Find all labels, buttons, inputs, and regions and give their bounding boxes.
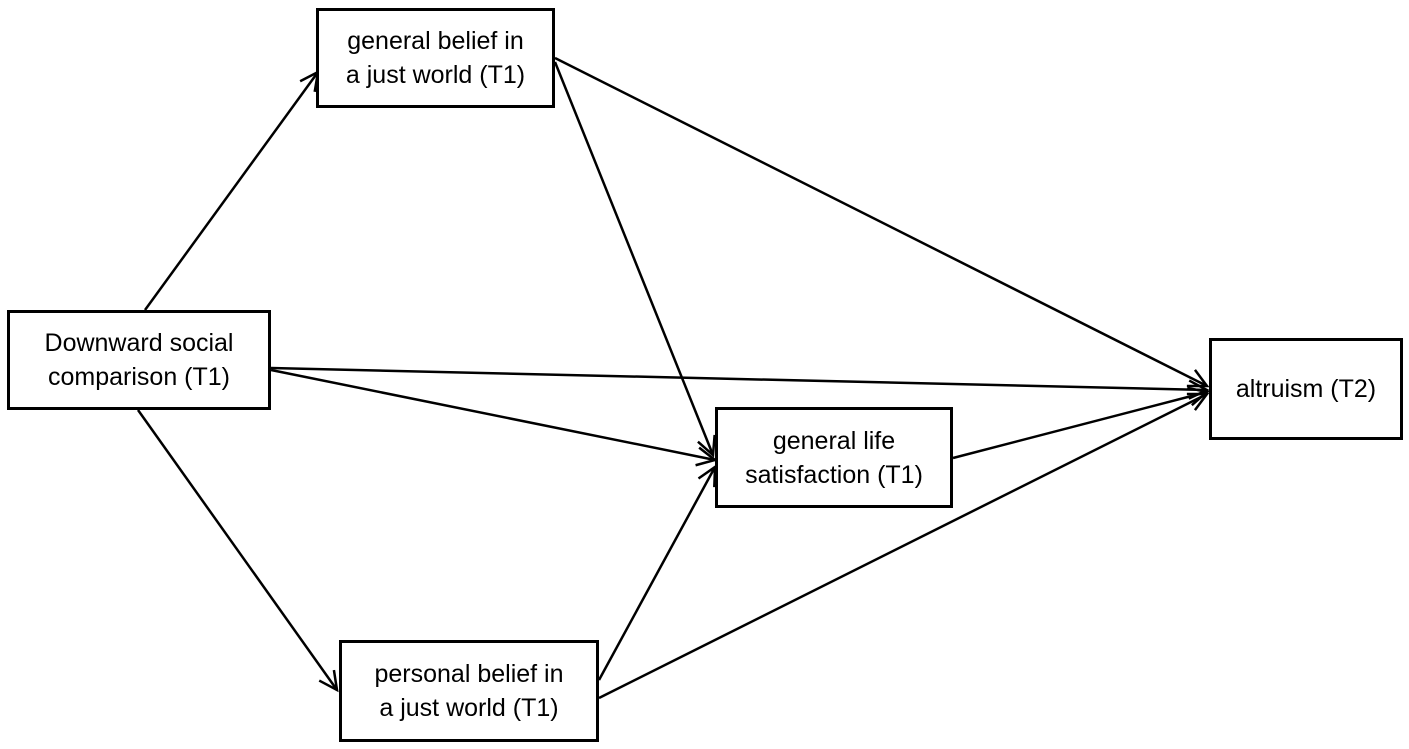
node-altruism: altruism (T2) <box>1209 338 1403 440</box>
node-downward-social-comparison: Downward social comparison (T1) <box>7 310 271 410</box>
node-label-line: a just world (T1) <box>345 61 526 89</box>
node-label-line: satisfaction (T1) <box>745 460 923 489</box>
node-label-line: a just world (T1) <box>379 694 559 722</box>
edge-gbjw-to-gls <box>553 61 716 458</box>
node-label-line: general life <box>772 426 896 455</box>
edge-dsc-to-pbjw <box>136 409 339 693</box>
edge-pbjw-to-gls <box>597 464 717 681</box>
node-label-line: personal belief in <box>374 660 564 688</box>
edge-gls-to-altruism <box>952 386 1210 460</box>
edge-dsc-to-altruism <box>270 366 1210 400</box>
node-general-life-satisfaction: general life satisfaction (T1) <box>715 407 953 508</box>
edge-gbjw-to-altruism <box>554 56 1210 388</box>
node-label-line: comparison (T1) <box>48 363 230 391</box>
node-label-line: altruism (T2) <box>1235 375 1377 403</box>
edge-dsc-to-gls <box>270 368 718 467</box>
node-label-line: general belief in <box>347 27 524 55</box>
edge-pbjw-to-altruism <box>598 392 1210 700</box>
node-general-belief-just-world: general belief in a just world (T1) <box>316 8 555 108</box>
node-personal-belief-just-world: personal belief in a just world (T1) <box>339 640 599 742</box>
edge-dsc-to-gbjw <box>143 69 320 311</box>
node-label-line: Downward social <box>44 329 234 357</box>
